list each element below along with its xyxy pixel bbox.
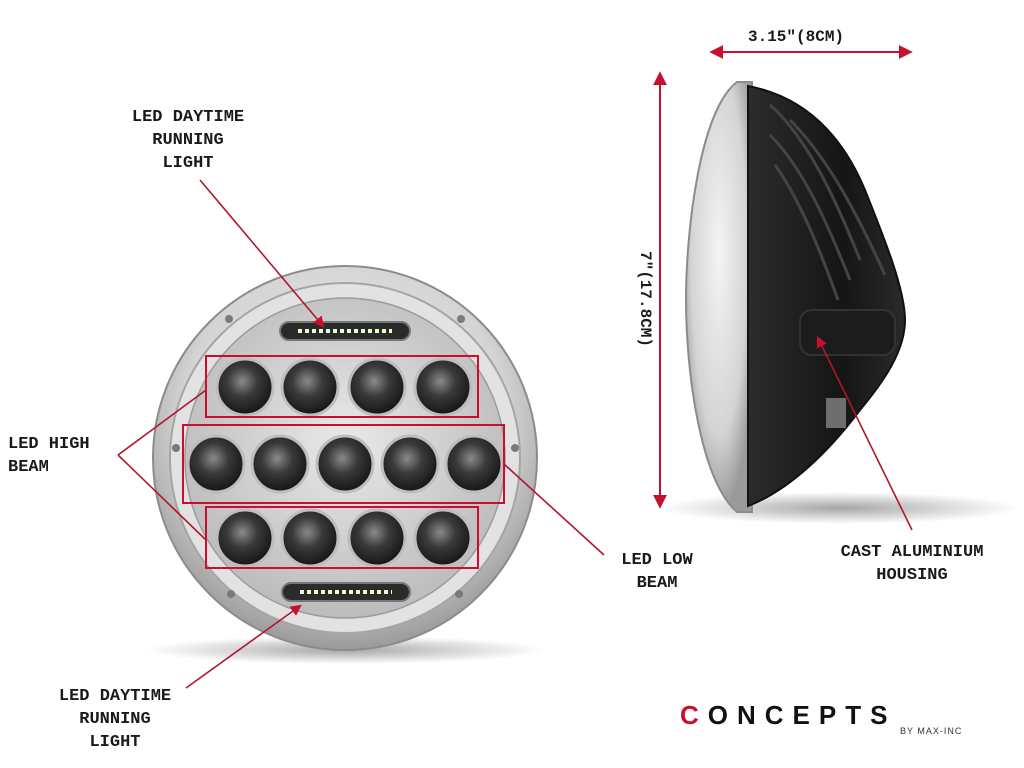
- depth-dimension: 3.15"(8CM): [748, 28, 845, 46]
- side-headlight: [660, 81, 1020, 524]
- concepts-logo: CONCEPTS BY MAX-INC: [680, 700, 980, 740]
- callout-high-beam-top: [117, 389, 207, 456]
- logo-byline: BY MAX-INC: [900, 726, 963, 736]
- label-drl-top: LED DAYTIME RUNNING LIGHT: [131, 108, 245, 173]
- label-high-beam: LED HIGH BEAM: [8, 435, 90, 477]
- callout-low-beam: [503, 463, 605, 556]
- label-drl-bottom: LED DAYTIME RUNNING LIGHT: [58, 687, 172, 752]
- callout-housing: [816, 335, 913, 531]
- high-beam-row-bottom: [215, 508, 473, 568]
- drl-top-strip: [279, 321, 411, 341]
- label-low-beam: LED LOW BEAM: [621, 551, 693, 593]
- high-beam-bottom-box: [205, 506, 479, 569]
- label-housing: CAST ALUMINIUM HOUSING: [840, 543, 984, 585]
- front-headlight: [145, 265, 545, 664]
- callout-drl-bottom: [185, 604, 302, 689]
- low-beam-row: [186, 434, 504, 494]
- high-beam-top-box: [205, 355, 479, 418]
- logo-letter-c: C: [680, 700, 708, 730]
- callout-high-beam-bottom: [117, 454, 207, 541]
- callout-drl-top: [199, 179, 325, 328]
- logo-wordmark: ONCEPTS: [707, 700, 897, 730]
- high-beam-row-top: [215, 357, 473, 417]
- diameter-dimension: 7"(17.8CM): [636, 250, 654, 347]
